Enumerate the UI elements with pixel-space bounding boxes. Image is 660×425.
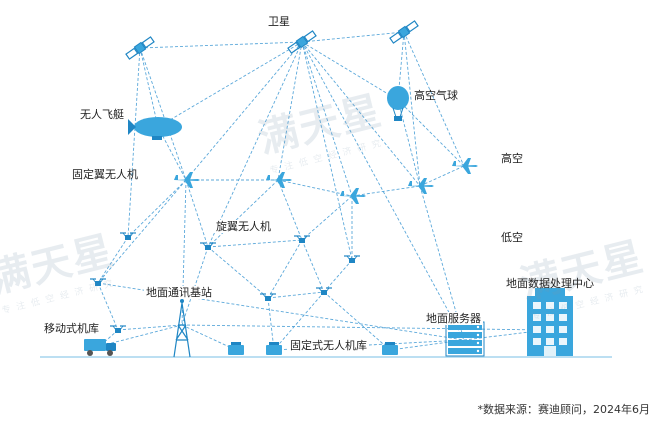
link-line <box>207 239 303 248</box>
label-high-altitude: 高空 <box>501 152 523 165</box>
fixed-wing-drone-icon <box>340 188 366 204</box>
link-line <box>301 41 353 261</box>
link-line <box>351 185 421 197</box>
label-airship: 无人飞艇 <box>80 108 124 121</box>
airship-icon <box>128 117 182 140</box>
link-line <box>99 324 183 347</box>
link-line <box>185 41 303 181</box>
fixed-wing-drone-icon <box>174 172 200 188</box>
link-line <box>181 324 237 351</box>
rotary-drone-icon <box>110 325 126 333</box>
comm-tower-icon <box>173 299 191 358</box>
fixed-hangar-icon <box>266 342 282 355</box>
fixed-wing-drone-icon <box>266 172 292 188</box>
link-line <box>419 165 465 187</box>
link-line <box>185 179 209 248</box>
link-line <box>267 297 275 351</box>
link-line <box>277 179 303 241</box>
data-center-building-icon <box>527 288 573 356</box>
link-group <box>97 31 547 351</box>
fixed-hangar-icon <box>382 342 398 355</box>
link-line <box>207 41 303 248</box>
label-low-altitude: 低空 <box>501 231 523 244</box>
fixed-wing-drone-icon <box>452 158 478 174</box>
link-line <box>157 41 303 128</box>
label-rotary-wing: 旋翼无人机 <box>214 220 273 233</box>
satellite-icon <box>287 30 317 54</box>
link-line <box>181 324 547 331</box>
rotary-drone-icon <box>260 293 276 301</box>
link-line <box>301 195 353 241</box>
link-line <box>267 291 325 299</box>
mobile-hangar-truck-icon <box>84 339 116 356</box>
link-line <box>207 246 269 299</box>
link-line <box>267 239 303 299</box>
balloon-icon <box>387 86 409 121</box>
ground-server-icon <box>445 321 485 357</box>
label-fixed-hangar: 固定式无人机库 <box>288 339 369 352</box>
rotary-drone-icon <box>344 255 360 263</box>
link-line <box>301 239 325 293</box>
rotary-drone-icon <box>90 278 106 286</box>
link-line <box>301 41 353 197</box>
link-line <box>97 282 119 331</box>
link-line <box>301 41 421 187</box>
fixed-hangar-icon <box>228 342 244 355</box>
link-line <box>403 31 465 167</box>
rotary-drone-icon <box>294 235 310 243</box>
link-line <box>419 185 465 341</box>
label-balloon: 高空气球 <box>414 89 458 102</box>
link-line <box>117 324 183 331</box>
link-line <box>301 41 465 341</box>
link-line <box>301 41 399 101</box>
source-note: *数据来源：赛迪顾问，2024年6月 <box>477 403 651 416</box>
link-line <box>397 99 465 167</box>
link-line <box>301 31 405 43</box>
fixed-wing-drone-icon <box>408 178 434 194</box>
link-line <box>97 179 187 284</box>
rotary-drone-icon <box>200 242 216 250</box>
link-line <box>139 47 187 181</box>
link-line <box>463 329 547 341</box>
link-line <box>139 47 159 128</box>
label-fixed-wing: 固定翼无人机 <box>72 168 138 181</box>
satellite-icon <box>389 20 419 44</box>
label-satellite: 卫星 <box>268 15 290 28</box>
link-line <box>139 41 303 49</box>
link-line <box>273 291 325 351</box>
label-ground-server: 地面服务器 <box>424 312 483 325</box>
label-data-center: 地面数据处理中心 <box>506 277 594 290</box>
link-line <box>277 41 303 181</box>
link-line <box>323 259 353 293</box>
label-ground-station: 地面通讯基站 <box>144 286 214 299</box>
link-line <box>277 179 353 197</box>
link-line <box>403 31 421 187</box>
satellite-icon <box>125 36 155 60</box>
link-line <box>127 179 187 238</box>
link-line <box>207 179 279 248</box>
rotary-drone-icon <box>120 232 136 240</box>
rotary-drone-icon <box>316 287 332 295</box>
label-mobile-hangar: 移动式机库 <box>44 322 99 335</box>
link-line <box>127 47 141 238</box>
link-line <box>97 236 129 284</box>
